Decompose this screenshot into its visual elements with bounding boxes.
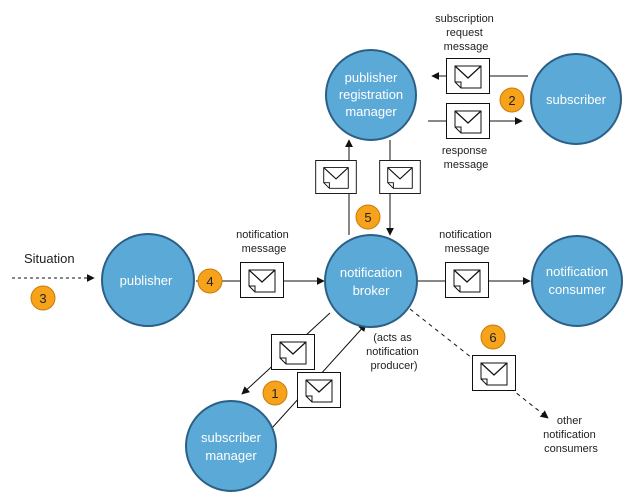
label-line: message [444, 159, 489, 171]
label-line: request [446, 27, 483, 39]
label-other-consumers: other notification consumers [543, 415, 599, 455]
svg-text:broker: broker [353, 283, 391, 298]
label-line: producer) [370, 360, 417, 372]
node-label-line: notification [546, 264, 608, 279]
node-label-line: consumer [548, 282, 606, 297]
label-line: notification [236, 229, 289, 241]
badge-2: 2 [499, 87, 525, 113]
svg-text:consumer: consumer [548, 282, 606, 297]
label-line: notification [543, 429, 596, 441]
label-line: message [444, 41, 489, 53]
node-publisher-registration-manager: publisher registration manager [325, 49, 417, 141]
node-label-line: subscriber [546, 92, 607, 107]
svg-text:subscriber: subscriber [546, 92, 607, 107]
nodes: publisher registration manager subscribe… [101, 49, 623, 492]
envelope-icon [297, 372, 341, 408]
envelope-icon [445, 262, 489, 298]
svg-text:manager: manager [345, 104, 397, 119]
badge-number: 2 [508, 93, 515, 108]
label-acts-as-producer: (acts as notification producer) [366, 332, 422, 372]
badge-number: 6 [489, 330, 496, 345]
badge-number: 5 [364, 210, 371, 225]
svg-text:notification: notification [340, 265, 402, 280]
node-label-line: publisher [345, 70, 398, 85]
badge-6: 6 [480, 324, 506, 350]
label-line: (acts as [373, 332, 412, 344]
badge-number: 1 [271, 386, 278, 401]
label-line: consumers [544, 443, 598, 455]
label-line: message [242, 243, 287, 255]
node-subscriber: subscriber [530, 53, 622, 145]
label-line: notification [366, 346, 419, 358]
node-label-line: publisher [120, 273, 173, 288]
label-line: other [557, 415, 582, 427]
badge-4: 4 [197, 268, 223, 294]
label-response-message: response message [442, 145, 490, 171]
svg-text:publisher: publisher [120, 273, 173, 288]
node-label-line: broker [353, 283, 391, 298]
envelope-icon [446, 58, 490, 94]
step-badges: 1 2 3 4 5 6 [30, 87, 525, 406]
node-label-line: notification [340, 265, 402, 280]
node-subscriber-manager: subscriber manager [185, 400, 277, 492]
svg-text:manager: manager [205, 448, 257, 463]
annotations: subscription request message response me… [24, 13, 599, 455]
label-line: message [445, 243, 490, 255]
label-notification-message-right: notification message [439, 229, 495, 255]
svg-text:publisher: publisher [345, 70, 398, 85]
envelope-icon [472, 355, 516, 391]
node-label-line: registration [339, 87, 403, 102]
envelope-icon [271, 334, 315, 370]
badge-5: 5 [355, 204, 381, 230]
node-label-line: manager [205, 448, 257, 463]
svg-text:subscriber: subscriber [201, 430, 262, 445]
node-label-line: subscriber [201, 430, 262, 445]
label-line: response [442, 145, 487, 157]
label-line: notification [439, 229, 492, 241]
svg-text:registration: registration [339, 87, 403, 102]
envelope-icon [240, 262, 284, 298]
label-situation: Situation [24, 251, 75, 266]
badge-3: 3 [30, 285, 56, 311]
envelope-icon [315, 160, 357, 194]
label-line: subscription [435, 13, 494, 25]
badge-1: 1 [262, 380, 288, 406]
arrow-to-other-consumers [409, 308, 549, 419]
badge-number: 3 [39, 291, 46, 306]
node-notification-broker: notification broker [324, 234, 418, 328]
envelope-icon [446, 103, 490, 139]
label-subscription-request: subscription request message [435, 13, 497, 53]
envelope-icon [379, 160, 421, 194]
node-publisher: publisher [101, 233, 195, 327]
node-label-line: manager [345, 104, 397, 119]
svg-text:notification: notification [546, 264, 608, 279]
node-notification-consumer: notification consumer [531, 235, 623, 327]
label-notification-message-left: notification message [236, 229, 292, 255]
badge-number: 4 [206, 274, 213, 289]
